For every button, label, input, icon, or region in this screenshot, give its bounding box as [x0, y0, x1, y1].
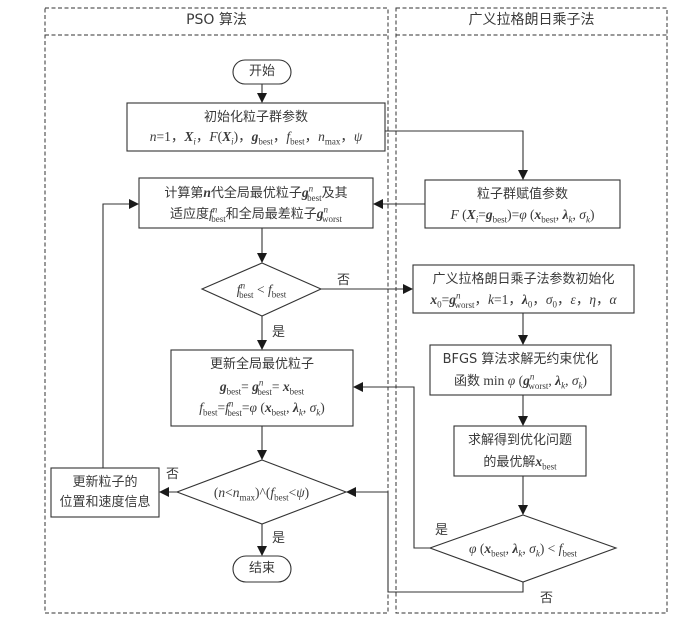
- bfgs-box: [429, 344, 612, 396]
- term-yes-label: 是: [272, 531, 286, 546]
- end-terminal: [232, 555, 292, 583]
- bfgs-line1: BFGS 算法求解无约束优化: [442, 352, 599, 367]
- start-label: 开始: [248, 64, 275, 79]
- compute-box: [138, 177, 374, 229]
- bfgs-line2: 函数 min φ (gnworst, λk, σk): [453, 371, 588, 391]
- lagrange-panel-title: 广义拉格朗日乘子法: [468, 12, 595, 28]
- update-particles-box: [50, 467, 160, 518]
- init-title: 初始化粒子群参数: [203, 110, 308, 125]
- lagrange-no-label: 否: [540, 591, 554, 606]
- init-box: [126, 102, 386, 152]
- update-best-eq2: fbest=fnbest=φ (xbest, λk, σk): [199, 398, 325, 418]
- arrow-particles-compute: [102, 199, 139, 468]
- termination-condition: (n<nmax)^(fbest<ψ): [213, 485, 310, 503]
- solve-box: [453, 425, 587, 477]
- compute-line2: 适应度fnbest和全局最差粒子gnworst: [169, 204, 343, 224]
- arrow-init-assign: [385, 130, 528, 180]
- update-best-box: [170, 349, 354, 427]
- assign-title: 粒子群赋值参数: [476, 187, 568, 202]
- lagrange-condition: φ (xbest, λk, σk) < fbest: [469, 541, 577, 559]
- lagrange-init-title: 广义拉格朗日乘子法参数初始化: [432, 272, 615, 287]
- end-label: 结束: [248, 561, 275, 576]
- update-best-title: 更新全局最优粒子: [209, 357, 314, 372]
- update-best-eq1: gbest= gnbest= xbest: [219, 377, 305, 397]
- update-particles-line1: 更新粒子的: [72, 475, 138, 490]
- term-no-label: 否: [166, 467, 180, 482]
- compare-yes-label: 是: [272, 325, 286, 340]
- update-particles-line2: 位置和速度信息: [59, 495, 151, 510]
- compare-condition: fnbest < fbest: [236, 280, 287, 300]
- lagrange-panel: [395, 7, 668, 614]
- assign-eq: F (Xi=gbest)=φ (xbest, λk, σk): [450, 207, 595, 225]
- compute-line1: 计算第n代全局最优粒子gnbest及其: [164, 183, 348, 203]
- pso-panel-title: PSO 算法: [186, 12, 247, 28]
- lagrange-yes-label: 是: [435, 523, 449, 538]
- compare-no-label: 否: [337, 273, 351, 288]
- solve-line1: 求解得到优化问题: [467, 433, 572, 448]
- lagrange-init-box: [412, 264, 635, 314]
- pso-panel: [44, 7, 389, 614]
- arrow-cond-yes-update: [353, 382, 430, 549]
- assign-box: [424, 179, 621, 229]
- lagrange-init-params: x0=gnworst，k=1，λ0，σ0，ε，η，α: [430, 290, 617, 310]
- solve-line2: 的最优解xbest: [483, 454, 557, 472]
- arrow-cond-no-term: [346, 487, 524, 593]
- init-params: n=1，Xi，F(Xi)，gbest，fbest，nmax，ψ: [149, 129, 363, 147]
